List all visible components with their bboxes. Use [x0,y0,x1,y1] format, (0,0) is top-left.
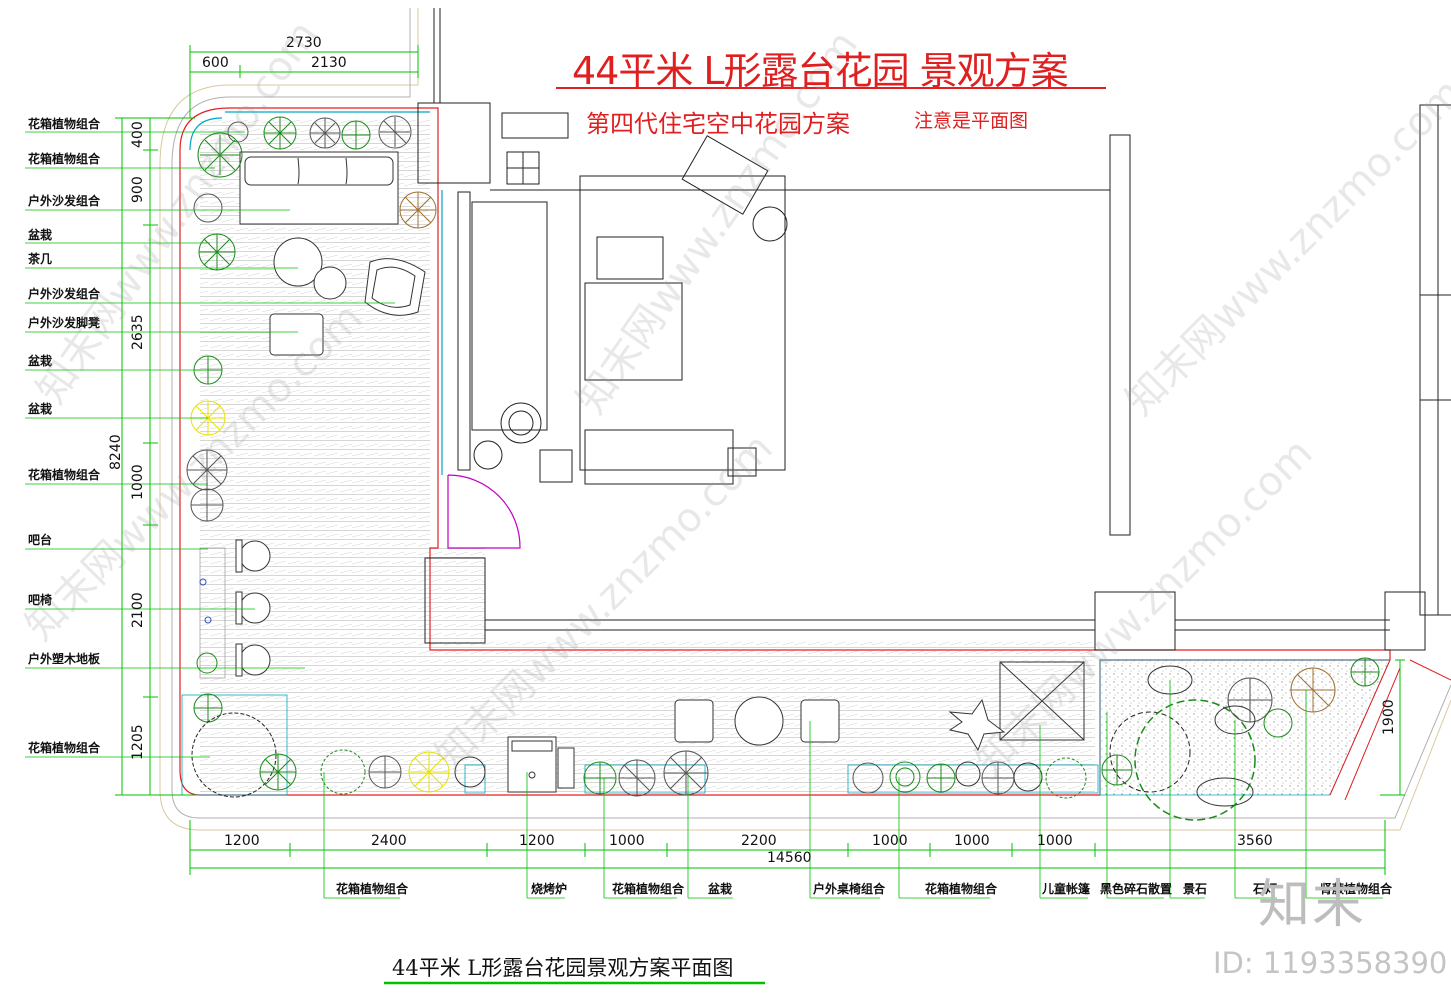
left-leaders [25,131,395,758]
dim-l5: 1205 [130,724,146,760]
outdoor-sofa [239,151,399,225]
dim-top-overall: 2730 [286,35,322,51]
dim-left-total: 8240 [108,434,124,470]
dim-top-left: 600 [202,55,229,71]
label-b8: 景石 [1183,882,1207,896]
label-b1: 烧烤炉 [531,881,567,896]
label-l5: 户外沙发组合 [28,286,101,301]
bottom-leaders [323,680,1383,899]
dim-b1: 2400 [371,833,407,849]
dim-l3: 1000 [130,464,146,500]
label-l7: 盆栽 [27,353,52,368]
label-b3: 盆栽 [707,881,732,896]
page-subtitle: 第四代住宅空中花园方案 [586,110,850,138]
label-b0: 花箱植物组合 [336,881,409,896]
label-l11: 吧椅 [28,592,52,607]
label-l3: 盆栽 [27,227,52,242]
watermark-logo: 知末 [1258,875,1367,935]
bar-chairs [235,539,271,677]
dim-b0: 1200 [224,833,260,849]
label-b4: 户外桌椅组合 [813,881,886,896]
watermark-id: ID: 1193358390 [1213,946,1448,980]
dim-b6: 1000 [954,833,990,849]
plan-note: 注意是平面图 [914,110,1029,132]
label-l9: 花箱植物组合 [28,467,101,482]
drawing-caption: 44平米 L形露台花园景观方案平面图 [392,956,734,980]
label-l13: 花箱植物组合 [28,740,101,755]
dim-l2: 2635 [130,314,146,350]
dim-l1: 900 [130,176,146,203]
dim-bottom-total: 14560 [767,850,812,866]
coffee-table [273,237,347,300]
dim-b7: 1000 [1037,833,1073,849]
bar-counter [199,547,226,679]
bbq-grill [507,736,575,793]
label-l12: 户外塑木地板 [28,651,101,666]
interior-room [417,8,1451,651]
label-l8: 盆栽 [27,401,52,416]
dim-b5: 1000 [872,833,908,849]
label-b2: 花箱植物组合 [612,881,685,896]
dim-b2: 1200 [519,833,555,849]
label-b9: 石灯 [1252,881,1277,896]
deck-floor [200,118,1095,795]
label-b10: 肾蕨植物组合 [1320,881,1393,896]
dim-top-right: 2130 [311,55,347,71]
dim-right: 1900 [1381,699,1397,735]
page-title: 44平米 L形露台花园 景观方案 [572,49,1069,93]
ottoman [269,313,324,356]
armchair [364,258,426,316]
dim-b4: 2200 [741,833,777,849]
label-b5: 花箱植物组合 [925,881,998,896]
label-l6: 户外沙发脚凳 [28,315,101,330]
dim-l0: 400 [130,121,146,148]
label-l4: 茶几 [27,251,52,266]
label-b7: 黑色碎石散置 [1100,881,1172,896]
label-l1: 花箱植物组合 [28,151,101,166]
door-swing [447,474,521,549]
label-l0: 花箱植物组合 [28,116,101,131]
label-l2: 户外沙发组合 [28,193,101,208]
label-l10: 吧台 [28,532,52,547]
outdoor-table-set [674,696,840,746]
label-b6: 儿童帐篷 [1041,881,1091,896]
terrace-wall [179,107,1391,796]
dim-l4: 2100 [130,592,146,628]
dim-right-3560: 3560 [1237,833,1273,849]
dimension-lines [115,45,1405,875]
kids-tent [948,661,1085,752]
dim-b3: 1000 [609,833,645,849]
